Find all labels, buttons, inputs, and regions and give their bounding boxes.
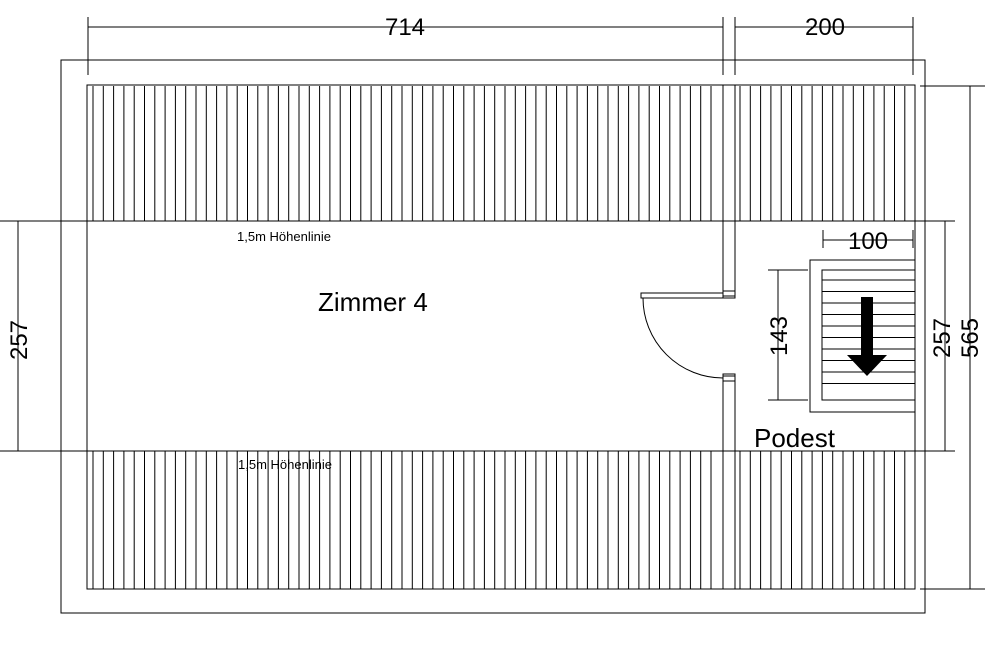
dimension-top-left: 714 bbox=[87, 14, 724, 75]
roof-slope-top-right bbox=[739, 86, 906, 221]
dimension-left: 257 bbox=[6, 221, 33, 451]
room-label: Zimmer 4 bbox=[318, 287, 428, 317]
down-arrow-icon bbox=[847, 297, 887, 376]
dimension-label: 714 bbox=[385, 14, 425, 41]
outer-wall bbox=[60, 59, 926, 614]
roof-slope-top-left bbox=[92, 86, 712, 221]
landing-label: Podest bbox=[754, 423, 836, 453]
dimension-label: 257 bbox=[929, 318, 956, 358]
dimension-label: 257 bbox=[6, 320, 33, 360]
dimension-stair-width: 100 bbox=[822, 228, 914, 255]
dimension-label: 143 bbox=[766, 316, 793, 356]
roof-slope-bottom-left bbox=[92, 451, 712, 589]
staircase bbox=[809, 259, 916, 413]
dimension-stair-length: 143 bbox=[766, 269, 808, 401]
partition-wall bbox=[722, 85, 736, 589]
dimension-right-stair: 257 bbox=[929, 221, 956, 451]
dimension-label: 565 bbox=[957, 318, 984, 358]
door bbox=[640, 290, 736, 382]
height-line-label: 1,5m Höhenlinie bbox=[237, 229, 331, 244]
dimension-right-total: 565 bbox=[920, 85, 985, 590]
dimension-label: 200 bbox=[805, 14, 845, 41]
dimension-top-right: 200 bbox=[734, 14, 914, 75]
roof-slope-bottom-right bbox=[739, 451, 906, 589]
dimension-label: 100 bbox=[848, 228, 888, 255]
height-line-label: 1,5m Höhenlinie bbox=[238, 457, 332, 472]
